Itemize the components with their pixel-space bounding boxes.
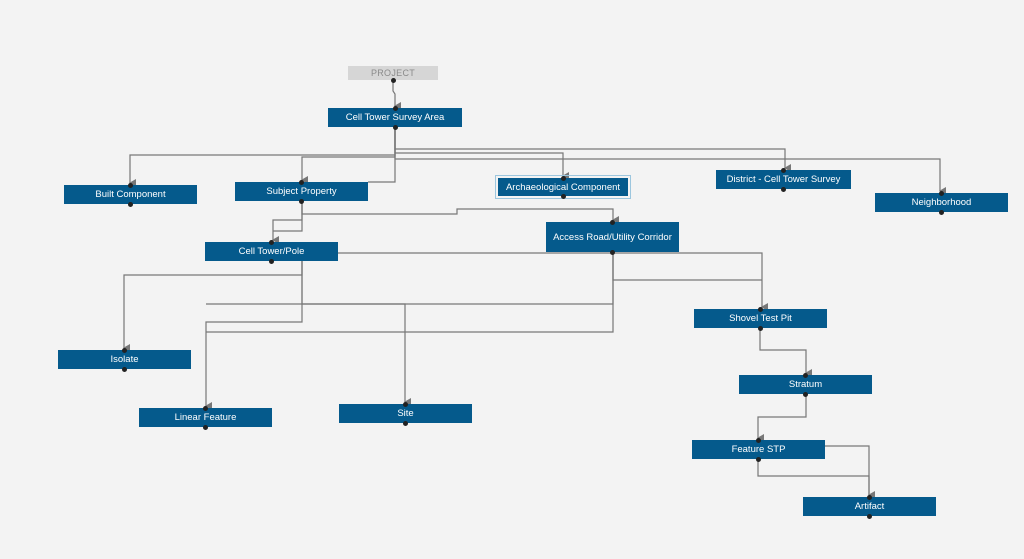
node-label: Built Component: [95, 189, 166, 200]
connection-handle[interactable]: [781, 167, 786, 173]
node-label: District - Cell Tower Survey: [726, 174, 841, 185]
connection-handle[interactable]: [803, 372, 808, 378]
connection-handle[interactable]: [803, 391, 808, 397]
connection-handle[interactable]: [758, 306, 763, 312]
node-label: Site: [397, 408, 414, 419]
connection-handle[interactable]: [867, 494, 872, 500]
connection-handle[interactable]: [299, 198, 304, 204]
node-site[interactable]: Site: [339, 404, 472, 423]
node-artifact[interactable]: Artifact: [803, 497, 936, 516]
connection-handle[interactable]: [128, 182, 133, 188]
edge-connector: [338, 252, 768, 311]
connection-handle[interactable]: [403, 401, 408, 407]
node-label: Shovel Test Pit: [729, 313, 792, 324]
node-label: Isolate: [110, 354, 139, 365]
edge-connector: [301, 127, 396, 184]
edge-connector: [272, 201, 303, 244]
edge-connector: [394, 127, 791, 172]
connection-handle[interactable]: [756, 456, 761, 462]
edge-connector: [129, 127, 396, 187]
node-label: Cell Tower/Pole: [238, 246, 305, 257]
edge-connector: [394, 127, 569, 180]
edge-connector: [206, 252, 614, 333]
edge-connector: [757, 394, 807, 442]
node-access-road-utility-corridor[interactable]: Access Road/Utility Corridor: [546, 222, 679, 252]
edge-connector: [825, 445, 870, 495]
edge-connector: [394, 127, 946, 195]
node-cell-tower-survey-area[interactable]: Cell Tower Survey Area: [328, 108, 462, 127]
edge-connector: [757, 459, 875, 499]
connection-handle[interactable]: [299, 179, 304, 185]
connection-handle[interactable]: [756, 437, 761, 443]
connection-handle[interactable]: [122, 347, 127, 353]
edge-connector: [205, 261, 303, 410]
connection-handle[interactable]: [781, 186, 786, 192]
node-label: Stratum: [788, 379, 823, 390]
node-label: Access Road/Utility Corridor: [553, 231, 672, 243]
connection-handle[interactable]: [122, 366, 127, 372]
connection-handle[interactable]: [392, 124, 398, 130]
connection-handle[interactable]: [560, 193, 566, 199]
edge-connector: [368, 127, 396, 183]
node-label: PROJECT: [370, 67, 416, 78]
edge-connector: [759, 328, 812, 377]
connection-handle[interactable]: [128, 201, 133, 207]
edge-connector: [273, 201, 303, 232]
edge-connector: [612, 252, 762, 281]
connection-handle[interactable]: [403, 420, 408, 426]
node-label: Archaeological Component: [505, 181, 621, 193]
connection-handle[interactable]: [560, 175, 566, 181]
node-label: Subject Property: [266, 186, 337, 197]
edge-connector: [206, 252, 614, 305]
node-label: Linear Feature: [174, 412, 237, 423]
connection-handle[interactable]: [758, 325, 763, 331]
node-feature-stp[interactable]: Feature STP: [692, 440, 825, 459]
node-archaeological-component[interactable]: Archaeological Component: [495, 175, 631, 199]
node-label: Cell Tower Survey Area: [345, 112, 445, 123]
node-neighborhood[interactable]: Neighborhood: [875, 193, 1008, 212]
edge-connector: [392, 80, 401, 110]
node-subject-property[interactable]: Subject Property: [235, 182, 368, 201]
node-cell-tower-pole[interactable]: Cell Tower/Pole: [205, 242, 338, 261]
node-label: Artifact: [854, 501, 885, 512]
connection-handle[interactable]: [610, 219, 615, 225]
connection-handle[interactable]: [203, 424, 208, 430]
connection-handle[interactable]: [867, 513, 872, 519]
connection-handle[interactable]: [269, 258, 274, 264]
connection-handle[interactable]: [610, 249, 615, 255]
node-shovel-test-pit[interactable]: Shovel Test Pit: [694, 309, 827, 328]
connection-handle[interactable]: [203, 405, 208, 411]
connection-handle[interactable]: [939, 209, 944, 215]
connection-handle[interactable]: [939, 190, 944, 196]
node-district-cell-tower-survey[interactable]: District - Cell Tower Survey: [716, 170, 851, 189]
node-label: Neighborhood: [911, 197, 972, 208]
connection-handle[interactable]: [269, 239, 274, 245]
node-stratum[interactable]: Stratum: [739, 375, 872, 394]
node-label: Feature STP: [731, 444, 786, 455]
node-built-component[interactable]: Built Component: [64, 185, 197, 204]
connection-handle[interactable]: [392, 105, 398, 111]
edge-connector: [301, 201, 619, 224]
connection-handle[interactable]: [390, 77, 396, 83]
node-linear-feature[interactable]: Linear Feature: [139, 408, 272, 427]
node-project[interactable]: PROJECT: [348, 66, 438, 80]
node-isolate[interactable]: Isolate: [58, 350, 191, 369]
